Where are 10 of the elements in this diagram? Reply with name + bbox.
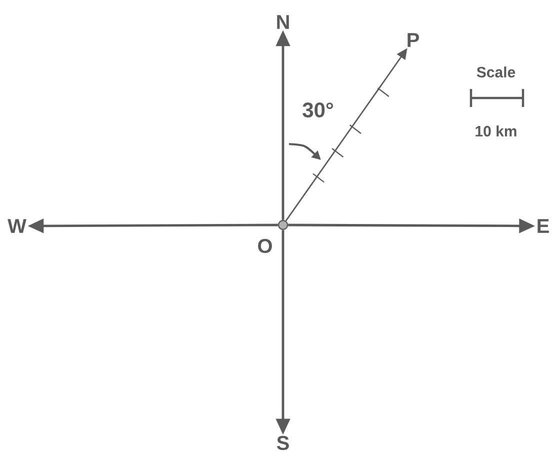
direction-letter: E <box>538 219 549 233</box>
scale-label: 10 km <box>476 125 516 136</box>
point-label: O <box>258 238 272 254</box>
scale-title: Scale <box>476 66 516 78</box>
angle-label: 30° <box>302 102 333 118</box>
origin-point <box>278 220 288 230</box>
direction-letter: P <box>408 33 419 47</box>
direction-letter: S <box>276 436 289 450</box>
direction-letter: W <box>8 219 26 233</box>
direction-letter: N <box>277 15 289 29</box>
